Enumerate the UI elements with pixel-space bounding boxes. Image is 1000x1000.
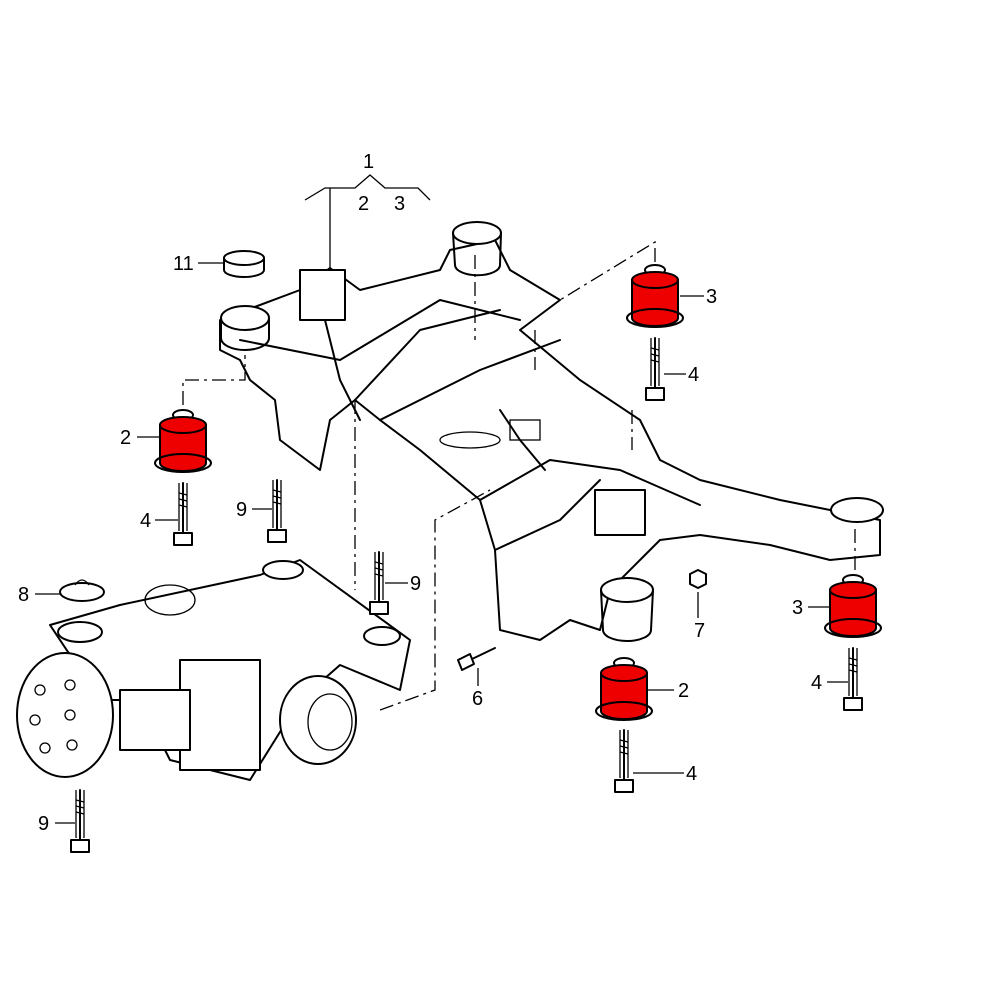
callout-9: 9 <box>236 499 247 521</box>
bolt-9 <box>267 479 287 543</box>
bolt-4 <box>173 482 193 546</box>
bushing-rear-left-2 <box>154 409 212 473</box>
callout-3: 3 <box>792 597 803 619</box>
callout-4: 4 <box>686 763 697 785</box>
callout-2: 2 <box>358 193 369 215</box>
bushing-rear-right-2 <box>595 657 653 721</box>
callout-1: 1 <box>363 151 374 173</box>
callout-4: 4 <box>811 672 822 694</box>
callout-11: 11 <box>173 253 194 275</box>
callout-4: 4 <box>140 510 151 532</box>
rear-differential <box>16 559 411 781</box>
callout-3: 3 <box>706 286 717 308</box>
callout-2: 2 <box>120 427 131 449</box>
callout-8: 8 <box>18 584 29 606</box>
callout-3: 3 <box>394 193 405 215</box>
nut-7 <box>689 569 707 589</box>
callout-2: 2 <box>678 680 689 702</box>
callout-9: 9 <box>38 813 49 835</box>
callout-9: 9 <box>410 573 421 595</box>
callout-labels: 1 2 3 11 3 4 2 4 9 9 8 7 3 2 6 4 4 9 <box>18 151 822 835</box>
alignment-lines <box>182 240 856 711</box>
callout-6: 6 <box>472 688 483 710</box>
bushing-front-left-3 <box>626 264 684 328</box>
bolt-4 <box>645 337 665 401</box>
callout-4: 4 <box>688 364 699 386</box>
bolt-4 <box>843 647 863 711</box>
leader-lines <box>35 262 848 824</box>
cap-11 <box>223 250 265 278</box>
assembly-bracket <box>304 174 431 268</box>
bushing-front-right-3 <box>824 574 882 638</box>
bolt-4 <box>614 729 634 793</box>
bolt-9 <box>70 789 90 853</box>
washer-8 <box>59 579 105 602</box>
rear-subframe <box>219 221 884 642</box>
callout-7: 7 <box>694 620 705 642</box>
bolt-6 <box>457 647 496 671</box>
